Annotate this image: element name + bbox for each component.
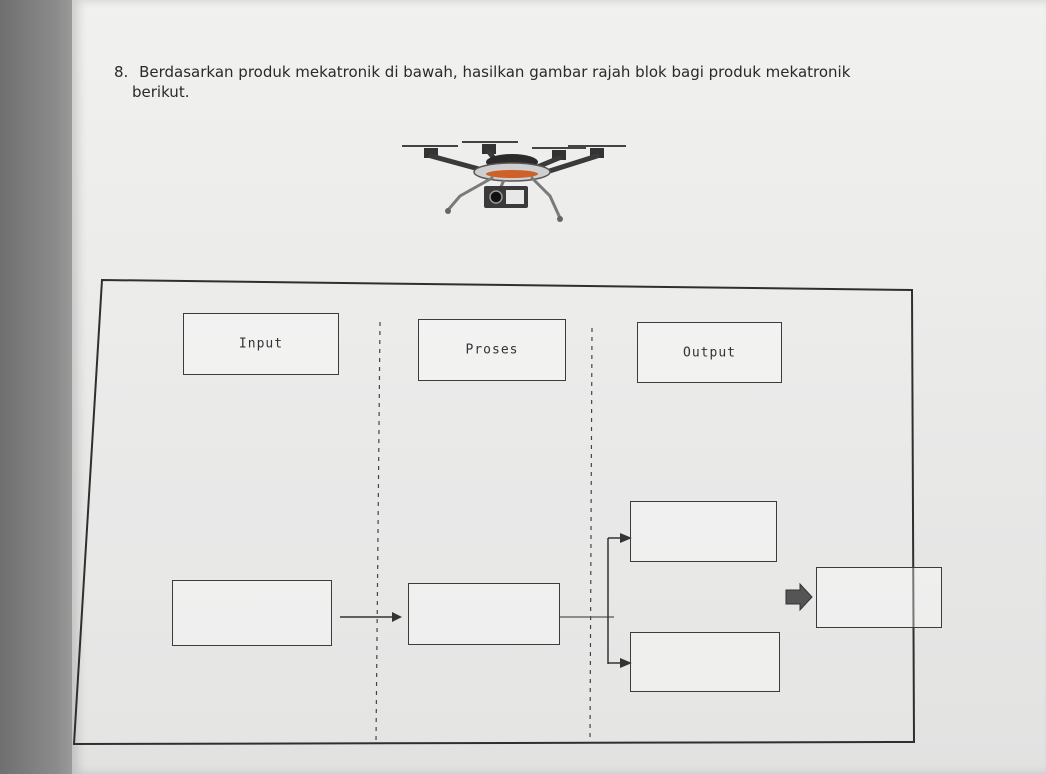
question-8: 8. Berdasarkan produk mekatronik di bawa… — [114, 62, 914, 102]
header-input-box: Input — [183, 313, 339, 375]
header-process-label: Proses — [465, 342, 519, 358]
answer-box-input[interactable] — [172, 580, 332, 646]
divider-input-process — [375, 321, 381, 743]
answer-box-output-bottom[interactable] — [630, 632, 780, 692]
answer-box-output-top[interactable] — [630, 501, 777, 562]
header-input-label: Input — [238, 336, 284, 352]
arrow-to-output-top — [620, 533, 632, 543]
answer-box-output-final[interactable] — [816, 567, 942, 628]
header-output-label: Output — [683, 345, 736, 360]
question-text-line-1: Berdasarkan produk mekatronik di bawah, … — [139, 63, 851, 81]
arrow-to-output-bottom — [620, 658, 632, 668]
divider-process-output — [589, 327, 593, 743]
answer-box-process[interactable] — [408, 583, 560, 645]
question-number: 8. — [114, 63, 129, 81]
question-text-line-2: berikut. — [132, 83, 190, 101]
header-output-box: Output — [637, 322, 782, 383]
header-process-box: Proses — [418, 319, 566, 381]
drone-icon — [402, 141, 626, 222]
page-edge-shadow — [0, 0, 72, 774]
block-arrow-output — [785, 582, 813, 612]
